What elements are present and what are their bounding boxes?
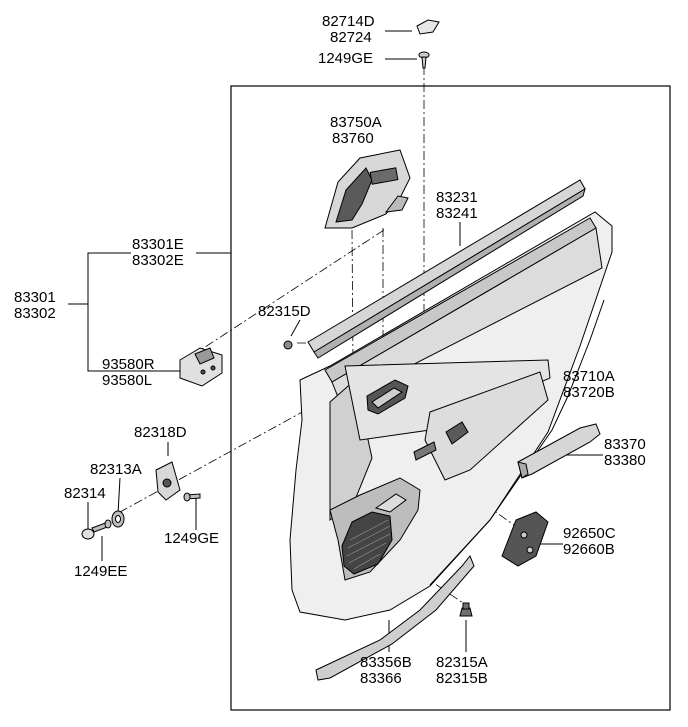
clip-82315a-icon	[459, 602, 473, 617]
handle-83370-icon	[517, 423, 601, 479]
bracket-82318d-icon	[155, 461, 181, 501]
label-82313a: 82313A	[90, 461, 142, 478]
label-82318d: 82318D	[134, 424, 187, 441]
clip-82714d-icon	[416, 19, 440, 35]
clip-82315d-icon	[283, 340, 293, 350]
screw-1249ge-icon	[418, 51, 430, 69]
screw-1249ge-side-icon	[183, 492, 201, 502]
label-1249ge-side: 1249GE	[164, 530, 220, 547]
bracket-92650c-icon	[501, 511, 549, 567]
switch-93580r-icon	[179, 347, 223, 387]
cap-82314-icon	[81, 528, 95, 540]
screw-1249ee-icon	[91, 519, 112, 533]
lower-strip-83356b-icon	[315, 555, 475, 681]
switch-panel-83750a-icon	[324, 149, 411, 229]
assembly-frame	[230, 85, 671, 711]
label-82315d: 82315D	[258, 303, 311, 320]
weatherstrip-83231-icon	[307, 179, 586, 359]
door-trim-panel-icon	[289, 211, 613, 621]
grommet-82313a-icon	[111, 510, 125, 528]
label-1249ee: 1249EE	[74, 563, 128, 580]
label-1249ge-top: 1249GE	[318, 50, 374, 67]
label-82314: 82314	[64, 485, 106, 502]
